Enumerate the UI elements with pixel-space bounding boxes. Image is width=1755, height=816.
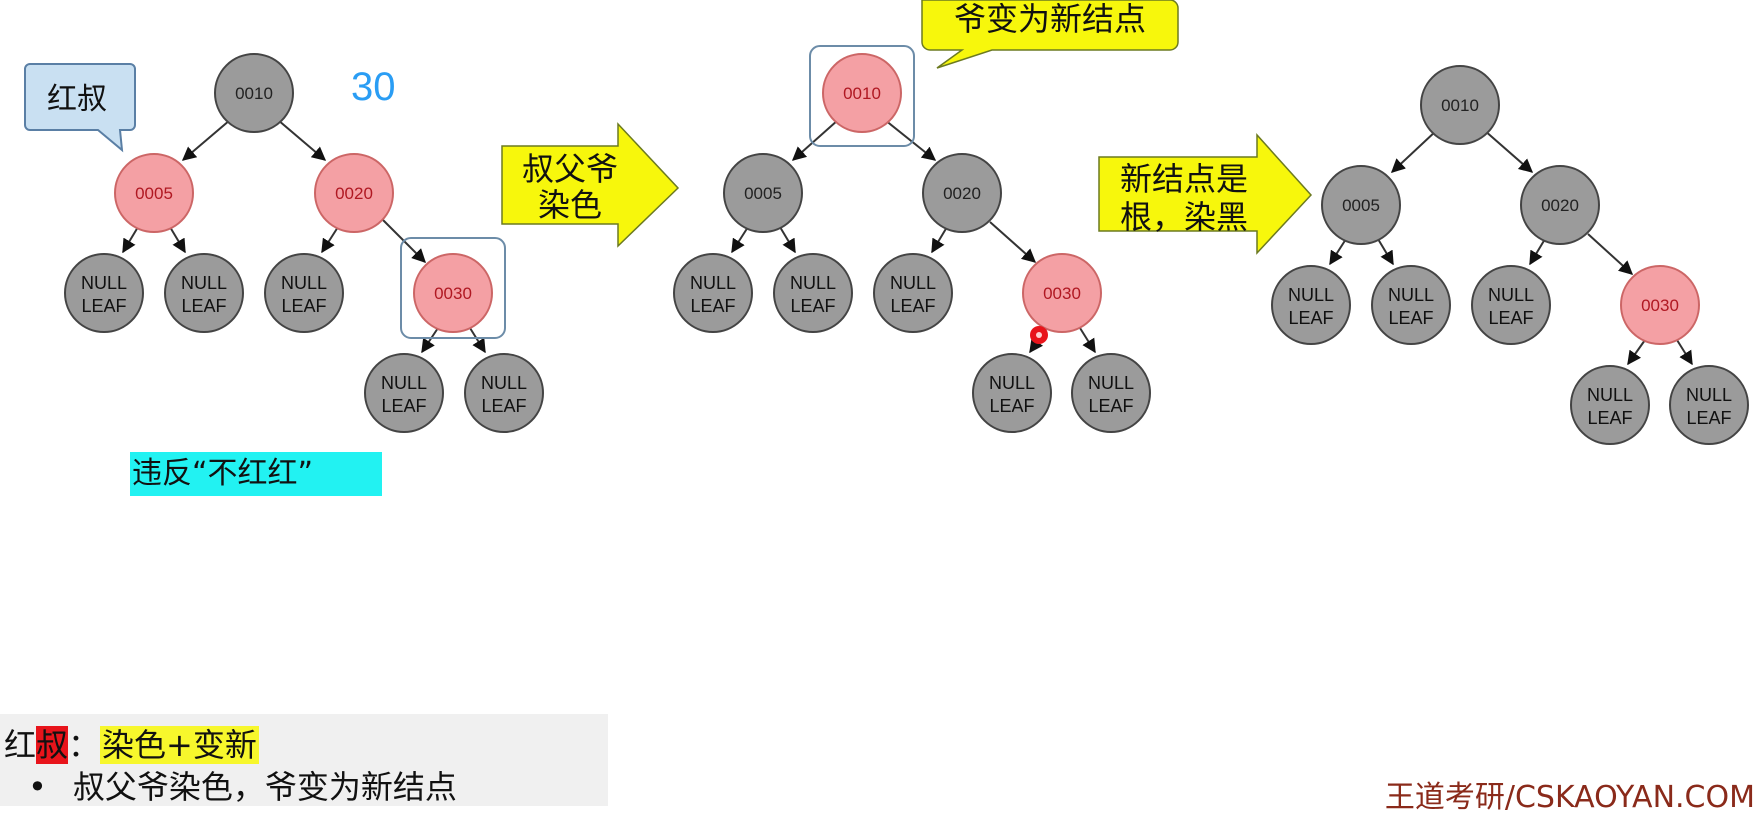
svg-text:NULL: NULL <box>81 273 127 293</box>
svg-text:0010: 0010 <box>235 84 273 103</box>
null-leaf-node: NULL LEAF <box>773 253 853 333</box>
rule-detail: • 叔父爷染色，爷变为新结点 <box>28 762 457 808</box>
rule-prefix: 红 <box>4 726 37 764</box>
tree-node-right-black: 0020 <box>922 153 1002 233</box>
tree-node-root-red: 0010 <box>822 53 902 133</box>
svg-text:LEAF: LEAF <box>1288 308 1333 328</box>
tree-2: 0010 0005 0020 0030 NULL LEAF NULL LEAF … <box>673 45 1151 433</box>
svg-text:0020: 0020 <box>943 184 981 203</box>
tree-node-inserted-red: 0030 <box>1022 253 1102 333</box>
red-uncle-bubble: 红叔 <box>24 63 136 153</box>
tree-node-left-black: 0005 <box>723 153 803 233</box>
tree-node-inserted-red: 0030 <box>413 253 493 333</box>
svg-text:NULL: NULL <box>1587 385 1633 405</box>
svg-text:0010: 0010 <box>843 84 881 103</box>
svg-text:LEAF: LEAF <box>690 296 735 316</box>
rule-summary: 染色+变新 <box>100 726 259 764</box>
svg-text:NULL: NULL <box>1686 385 1732 405</box>
svg-text:0020: 0020 <box>1541 196 1579 215</box>
recolor-arrow-callout: 叔父爷 染色 <box>501 122 680 248</box>
svg-text:LEAF: LEAF <box>1388 308 1433 328</box>
svg-text:0005: 0005 <box>1342 196 1380 215</box>
svg-text:NULL: NULL <box>1088 373 1134 393</box>
tree-node-inserted-red: 0030 <box>1620 265 1700 345</box>
svg-text:NULL: NULL <box>281 273 327 293</box>
svg-text:LEAF: LEAF <box>1587 408 1632 428</box>
new-node-callout: 爷变为新结点 <box>921 0 1179 69</box>
svg-text:染色: 染色 <box>538 186 602 224</box>
svg-text:根，染黑: 根，染黑 <box>1120 198 1248 236</box>
violation-highlight: 违反“不红红” <box>130 452 382 496</box>
svg-text:LEAF: LEAF <box>1686 408 1731 428</box>
rule-colon: ： <box>68 726 101 764</box>
svg-text:0030: 0030 <box>1641 296 1679 315</box>
svg-text:0005: 0005 <box>135 184 173 203</box>
svg-text:NULL: NULL <box>1488 285 1534 305</box>
svg-text:NULL: NULL <box>1288 285 1334 305</box>
svg-text:NULL: NULL <box>381 373 427 393</box>
null-leaf-node: NULL LEAF <box>1271 265 1351 345</box>
tree-node-root: 0010 <box>214 53 294 133</box>
svg-text:爷变为新结点: 爷变为新结点 <box>954 0 1146 38</box>
svg-text:0020: 0020 <box>335 184 373 203</box>
svg-text:0030: 0030 <box>434 284 472 303</box>
svg-text:新结点是: 新结点是 <box>1120 160 1248 198</box>
svg-text:红叔: 红叔 <box>47 82 107 117</box>
svg-text:LEAF: LEAF <box>381 396 426 416</box>
svg-text:LEAF: LEAF <box>989 396 1034 416</box>
svg-text:0005: 0005 <box>744 184 782 203</box>
tree-1: 0010 0005 0020 0030 NULL LEAF NULL LEAF … <box>64 53 544 433</box>
svg-text:NULL: NULL <box>790 273 836 293</box>
null-leaf-node: NULL LEAF <box>1371 265 1451 345</box>
selection-box <box>400 237 506 339</box>
null-leaf-node: NULL LEAF <box>464 353 544 433</box>
null-leaf-node: NULL LEAF <box>972 353 1052 433</box>
selection-box <box>809 45 915 147</box>
rule-highlight-char: 叔 <box>36 726 69 764</box>
svg-text:LEAF: LEAF <box>481 396 526 416</box>
svg-text:NULL: NULL <box>690 273 736 293</box>
root-black-arrow-callout: 新结点是 根，染黑 <box>1098 133 1313 255</box>
tree-node-left-black: 0005 <box>1321 165 1401 245</box>
insert-value-label: 30 <box>351 65 396 109</box>
null-leaf-node: NULL LEAF <box>164 253 244 333</box>
tree-node-right-black: 0020 <box>1520 165 1600 245</box>
svg-text:NULL: NULL <box>481 373 527 393</box>
null-leaf-node: NULL LEAF <box>873 253 953 333</box>
rule-heading: 红叔：染色+变新 <box>4 720 259 766</box>
svg-text:NULL: NULL <box>181 273 227 293</box>
svg-text:LEAF: LEAF <box>81 296 126 316</box>
tree-node-root-black: 0010 <box>1420 65 1500 145</box>
svg-text:0010: 0010 <box>1441 96 1479 115</box>
svg-text:LEAF: LEAF <box>790 296 835 316</box>
null-leaf-node: NULL LEAF <box>1570 365 1650 445</box>
svg-text:0030: 0030 <box>1043 284 1081 303</box>
svg-text:LEAF: LEAF <box>1488 308 1533 328</box>
null-leaf-node: NULL LEAF <box>264 253 344 333</box>
null-leaf-node: NULL LEAF <box>1071 353 1151 433</box>
null-leaf-node: NULL LEAF <box>1471 265 1551 345</box>
tree-3: 0010 0005 0020 0030 NULL LEAF NULL LEAF … <box>1271 65 1749 445</box>
svg-text:叔父爷: 叔父爷 <box>522 150 618 188</box>
tree-node-right-red-parent: 0020 <box>314 153 394 233</box>
svg-text:LEAF: LEAF <box>890 296 935 316</box>
svg-text:LEAF: LEAF <box>1088 396 1133 416</box>
null-leaf-node: NULL LEAF <box>364 353 444 433</box>
svg-text:NULL: NULL <box>989 373 1035 393</box>
svg-text:NULL: NULL <box>890 273 936 293</box>
svg-text:LEAF: LEAF <box>181 296 226 316</box>
tree-node-left-red-uncle: 0005 <box>114 153 194 233</box>
null-leaf-node: NULL LEAF <box>673 253 753 333</box>
null-leaf-node: NULL LEAF <box>1669 365 1749 445</box>
bullet-icon: • <box>28 768 47 806</box>
rule-note: 红叔：染色+变新 • 叔父爷染色，爷变为新结点 <box>0 714 608 806</box>
svg-text:LEAF: LEAF <box>281 296 326 316</box>
svg-text:NULL: NULL <box>1388 285 1434 305</box>
watermark: 王道考研/CSKAOYAN.COM <box>1384 780 1755 815</box>
rule-detail-text: 叔父爷染色，爷变为新结点 <box>72 768 457 806</box>
laser-pointer-dot <box>1030 326 1048 344</box>
null-leaf-node: NULL LEAF <box>64 253 144 333</box>
